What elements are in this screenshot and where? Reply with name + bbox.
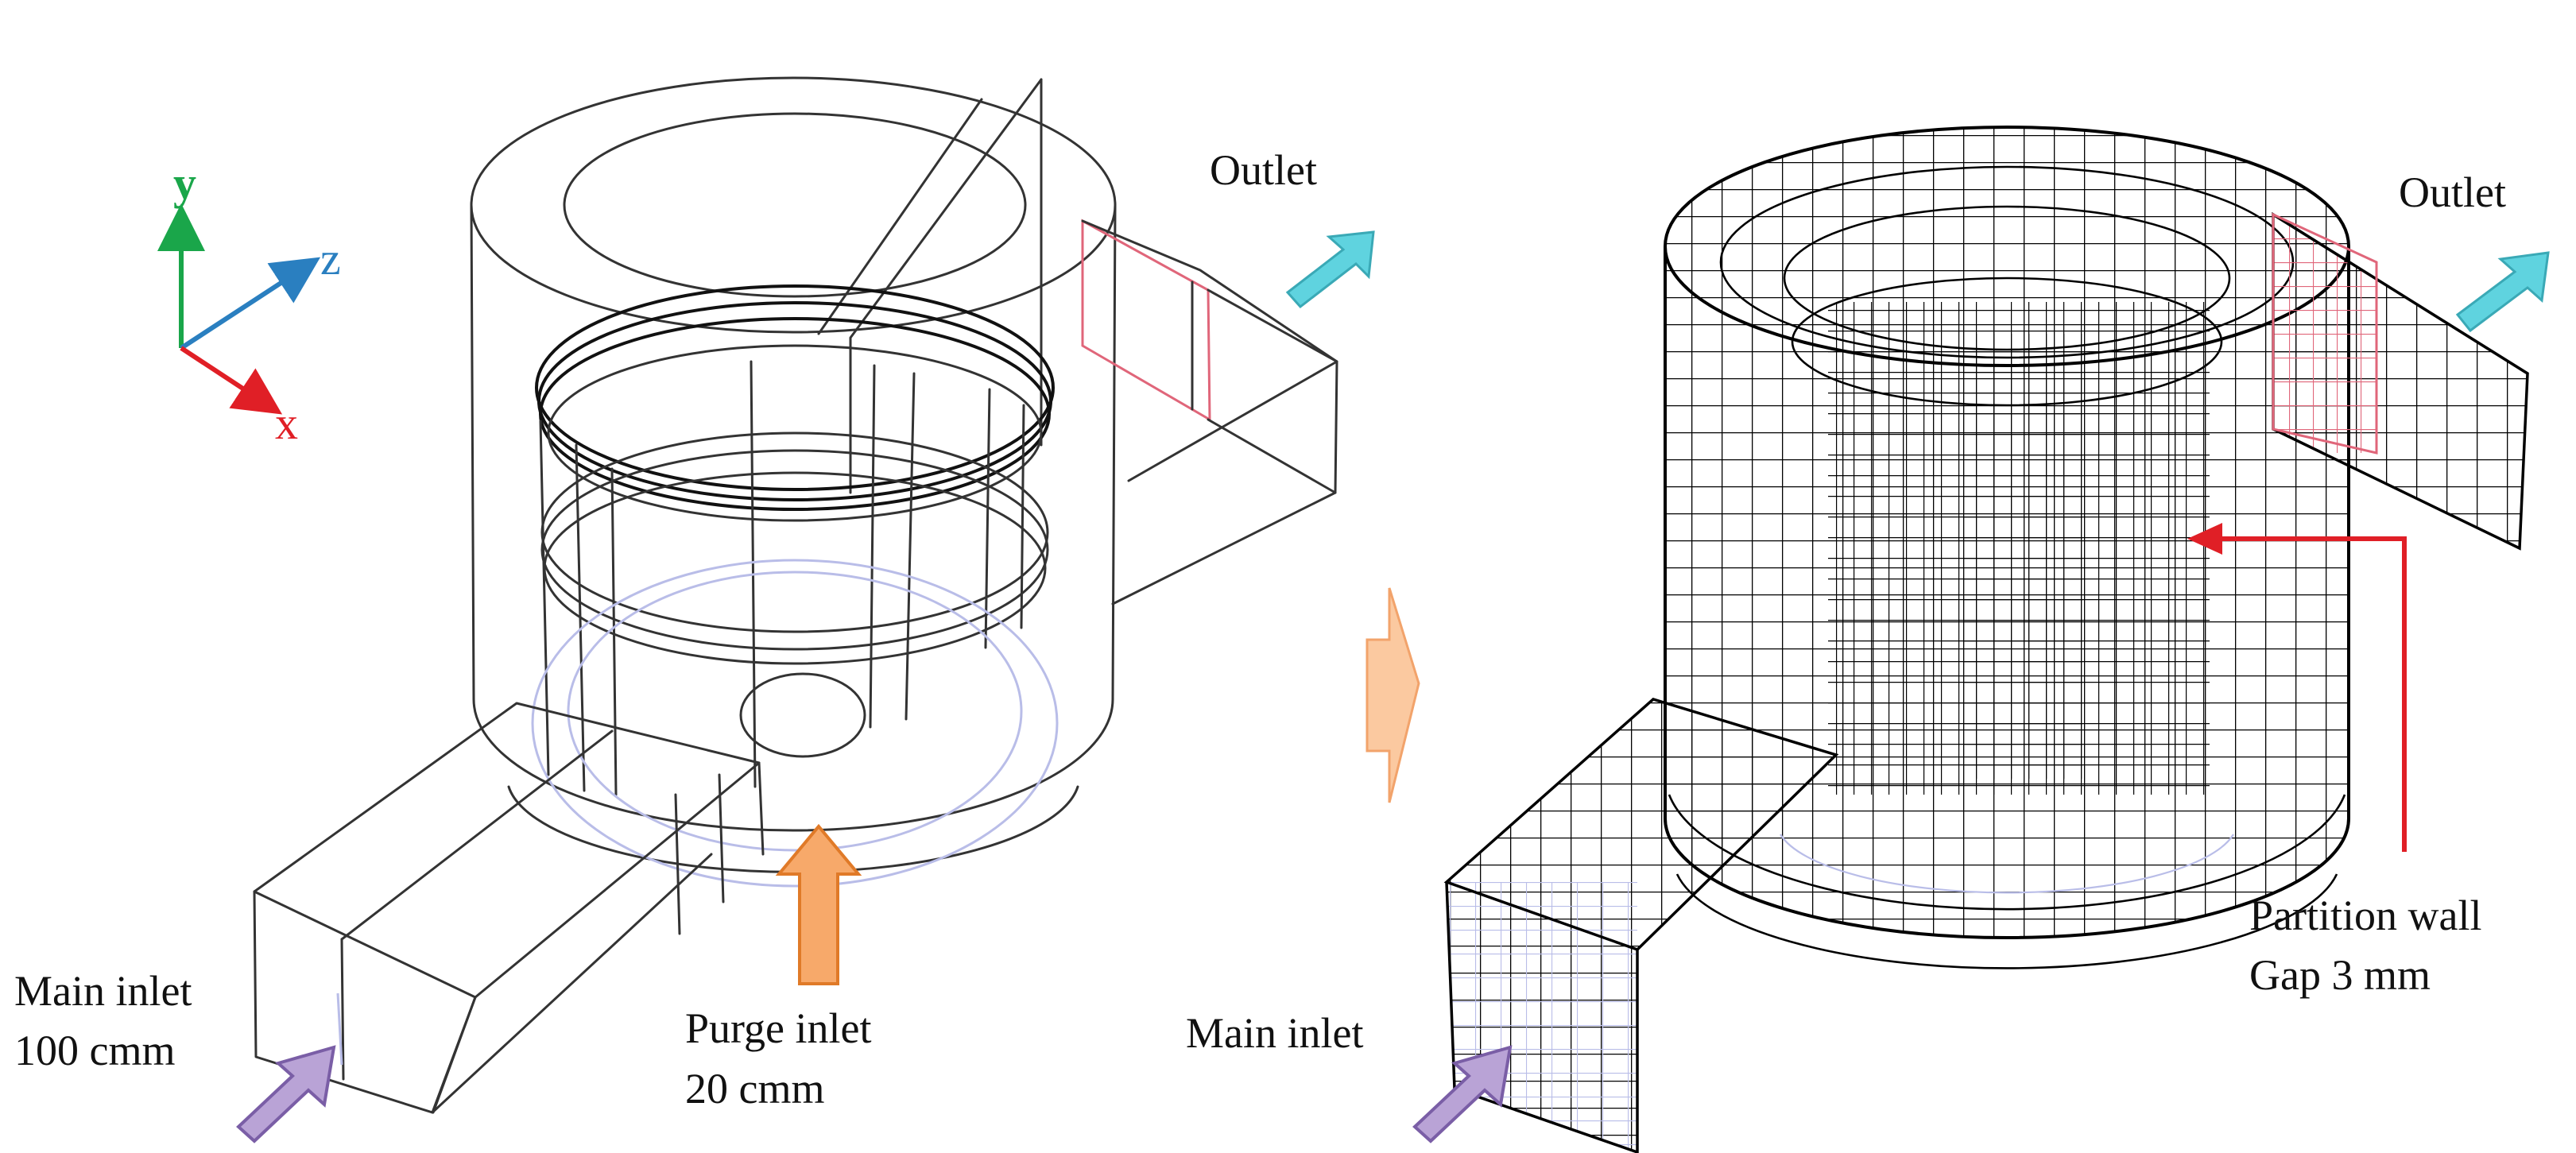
axis-triad: y z x [157,157,341,449]
x-axis-label: x [275,397,298,449]
purge-inlet-label-1: Purge inlet [685,1004,871,1052]
left-outlet-arrow [1285,230,1375,309]
left-outlet-label: Outlet [1210,146,1317,194]
right-main-inlet-label: Main inlet [1186,1009,1363,1057]
purge-inlet-arrow [775,823,862,985]
partition-wall-label-2: Gap 3 mm [2249,951,2431,999]
x-axis-arrow [180,346,283,415]
z-axis-label: z [320,233,341,284]
partition-wall-pointer [2187,523,2407,852]
right-outlet-label: Outlet [2399,168,2506,216]
y-axis-label: y [173,157,196,209]
left-wireframe-model [253,76,1338,1114]
z-axis-arrow [180,257,321,350]
left-main-inlet-arrow [236,1045,336,1143]
right-outlet-arrow [2455,251,2550,333]
left-main-inlet-label-1: Main inlet [14,967,192,1015]
purge-inlet-label-2: 20 cmm [685,1065,824,1112]
left-main-inlet-label-2: 100 cmm [14,1027,175,1074]
transition-arrow [1365,587,1420,803]
right-main-inlet-arrow [1412,1045,1513,1143]
partition-wall-label-1: Partition wall [2249,892,2481,939]
